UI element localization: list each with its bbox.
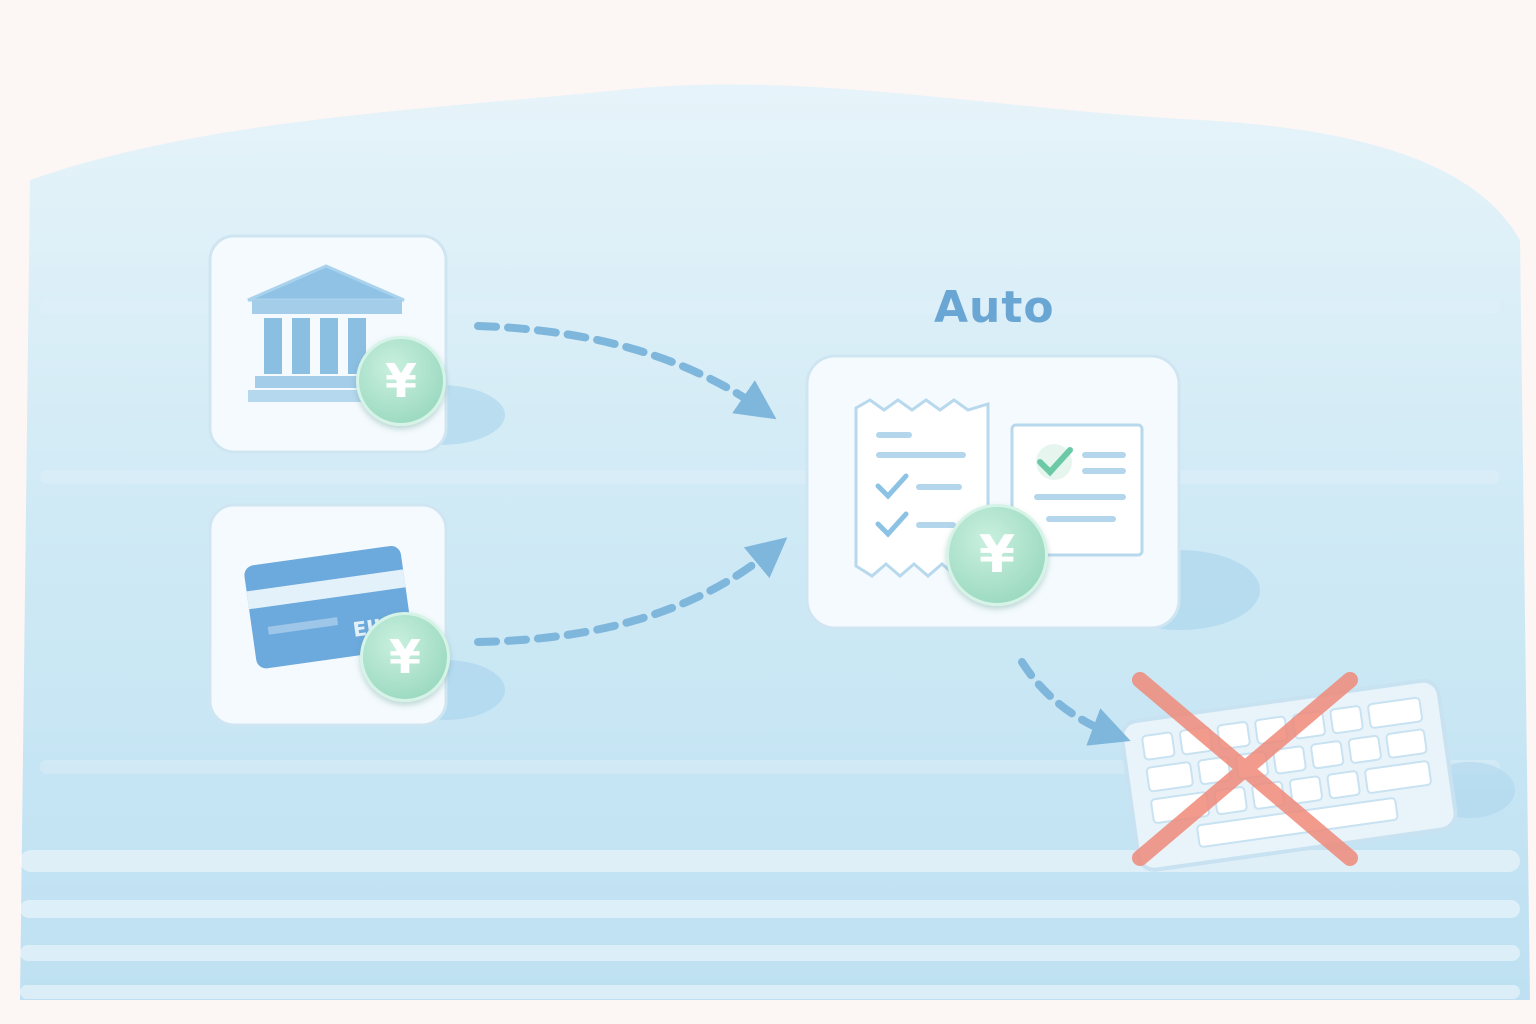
yen-coin-icon: ¥: [946, 504, 1048, 606]
arrow-auto-to-keyboard: [1018, 658, 1131, 746]
arrow-bank-to-auto: [474, 322, 777, 420]
yen-coin-icon: ¥: [360, 612, 450, 702]
arrow-card-to-auto: [474, 537, 788, 646]
cross-icon: [1132, 672, 1358, 866]
checklist-icon: [1010, 423, 1144, 557]
auto-label: Auto: [934, 282, 1055, 333]
yen-coin-icon: ¥: [356, 336, 446, 426]
